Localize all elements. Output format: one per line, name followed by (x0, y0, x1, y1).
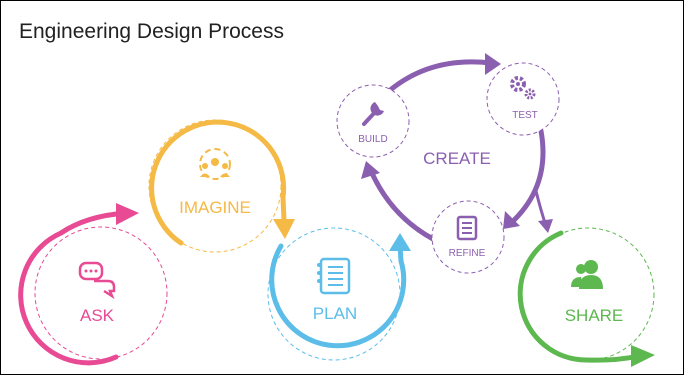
refine-circle (431, 200, 505, 274)
imagine-stage: IMAGINE (148, 119, 295, 253)
diagram-title: Engineering Design Process (19, 20, 284, 43)
share-arrowhead (631, 345, 655, 367)
create-arrowhead-top (485, 53, 501, 75)
refine-label: REFINE (449, 248, 486, 259)
ask-circle-dashed (34, 226, 168, 360)
document-icon (456, 215, 478, 241)
ask-label: ASK (80, 306, 115, 325)
build-circle (336, 84, 410, 158)
plan-arrowhead (389, 233, 411, 251)
create-label: CREATE (423, 149, 491, 168)
notebook-icon (317, 257, 351, 295)
ask-arrowhead (116, 203, 139, 225)
create-arrowhead-right (503, 211, 520, 229)
refine-step: REFINE (431, 200, 505, 274)
share-arc (517, 230, 642, 363)
build-label: BUILD (358, 134, 387, 145)
share-circle-dashed (521, 227, 655, 361)
create-arc-right (508, 128, 546, 226)
plan-label: PLAN (313, 304, 357, 323)
wrench-icon (362, 102, 384, 126)
imagine-arc (149, 119, 287, 246)
imagine-arrowhead (273, 219, 295, 239)
build-step: BUILD (336, 84, 410, 158)
create-arc-top (386, 59, 494, 94)
plan-arc (269, 243, 407, 349)
share-stage: SHARE (517, 227, 655, 367)
create-stage: CREATE BUILD TEST (336, 53, 560, 274)
create-arc-left (368, 168, 436, 242)
share-label: SHARE (565, 306, 624, 325)
people-icon (571, 260, 603, 289)
ask-arc (18, 210, 129, 366)
idea-group-icon (199, 148, 231, 180)
imagine-label: IMAGINE (179, 198, 251, 217)
test-step: TEST (486, 62, 560, 136)
test-label: TEST (512, 110, 538, 121)
create-arrowhead-branch (538, 219, 553, 233)
create-arrowhead-left (361, 161, 380, 179)
chat-bubbles-icon (78, 261, 116, 300)
test-circle (486, 62, 560, 136)
plan-stage: PLAN (267, 227, 411, 361)
ask-stage: ASK (18, 203, 168, 366)
gears-icon (510, 76, 536, 100)
